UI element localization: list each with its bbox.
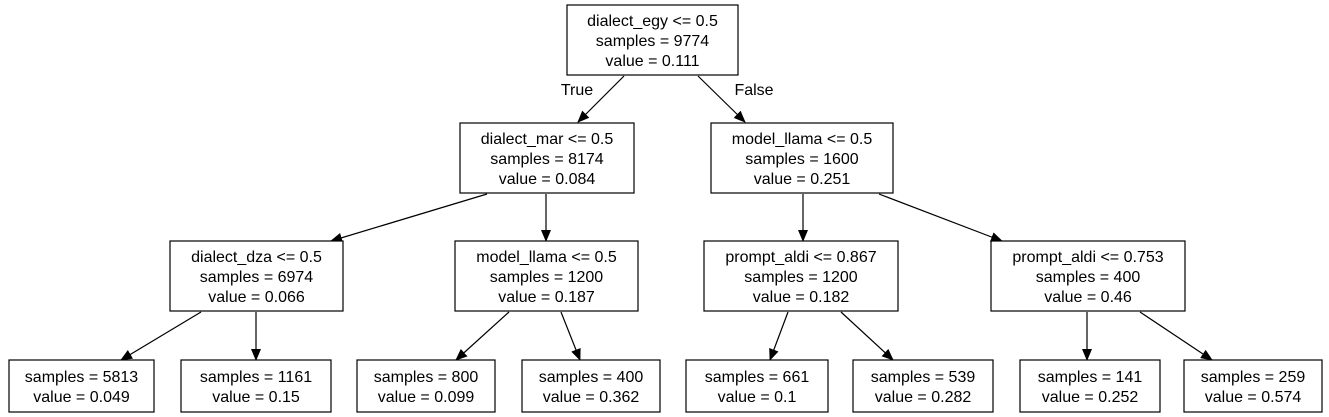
node-samples: samples = 6974 <box>200 269 314 286</box>
tree-node-n4: model_llama <= 0.5 samples = 1200 value = … <box>454 240 639 312</box>
node-box <box>1183 359 1323 413</box>
node-samples: samples = 661 <box>705 369 810 386</box>
edge-n5-n11 <box>769 311 789 361</box>
node-value: value = 0.111 <box>605 53 699 70</box>
edge-label-false: False <box>734 82 773 99</box>
node-box <box>990 240 1186 312</box>
node-box <box>454 240 639 312</box>
node-samples: samples = 1161 <box>200 369 312 386</box>
node-split-condition: dialect_dza <= 0.5 <box>191 249 322 266</box>
node-box <box>169 240 344 312</box>
node-split-condition: dialect_egy <= 0.5 <box>587 13 718 30</box>
node-samples: samples = 1200 <box>744 269 858 286</box>
node-samples: samples = 539 <box>871 369 976 386</box>
node-box <box>8 359 155 413</box>
tree-node-n0: dialect_egy <= 0.5 samples = 9774 value = … <box>566 4 739 76</box>
node-samples: samples = 1200 <box>490 269 604 286</box>
node-box <box>685 359 829 413</box>
node-box <box>356 359 496 413</box>
tree-node-n3: dialect_dza <= 0.5 samples = 6974 value = … <box>169 240 344 312</box>
tree-node-n5: prompt_aldi <= 0.867 samples = 1200 value … <box>703 240 899 312</box>
node-samples: samples = 400 <box>539 369 644 386</box>
edge-n4-n9 <box>455 311 510 361</box>
node-value: value = 0.46 <box>1044 289 1132 306</box>
node-split-condition: prompt_aldi <= 0.867 <box>725 249 876 266</box>
tree-node-n7: samples = 5813 value = 0.049 <box>8 359 155 413</box>
node-value: value = 0.187 <box>498 289 595 306</box>
edge-n3-n7 <box>120 311 202 361</box>
tree-node-n11: samples = 661 value = 0.1 <box>685 359 829 413</box>
edge-n5-n12 <box>840 311 894 361</box>
edge-label-true: True <box>561 82 593 99</box>
edges-layer: True False <box>120 75 1213 361</box>
node-value: value = 0.066 <box>208 289 305 306</box>
tree-node-n2: model_llama <= 0.5 samples = 1600 value = … <box>710 122 894 194</box>
node-value: value = 0.099 <box>378 389 475 406</box>
tree-node-n6: prompt_aldi <= 0.753 samples = 400 value =… <box>990 240 1186 312</box>
node-value: value = 0.049 <box>33 389 130 406</box>
node-samples: samples = 9774 <box>596 33 710 50</box>
tree-node-n12: samples = 539 value = 0.282 <box>852 359 994 413</box>
node-box <box>459 122 635 194</box>
node-samples: samples = 800 <box>374 369 479 386</box>
edge-n6-n14 <box>1139 311 1213 361</box>
tree-node-n8: samples = 1161 value = 0.15 <box>180 359 332 413</box>
node-value: value = 0.362 <box>543 389 640 406</box>
node-box <box>852 359 994 413</box>
tree-node-n10: samples = 400 value = 0.362 <box>521 359 661 413</box>
node-value: value = 0.282 <box>875 389 972 406</box>
tree-node-n14: samples = 259 value = 0.574 <box>1183 359 1323 413</box>
node-samples: samples = 5813 <box>25 369 139 386</box>
edge-n4-n10 <box>560 311 581 361</box>
node-value: value = 0.574 <box>1205 389 1302 406</box>
node-split-condition: prompt_aldi <= 0.753 <box>1012 249 1163 266</box>
node-value: value = 0.252 <box>1042 389 1139 406</box>
node-split-condition: model_llama <= 0.5 <box>476 249 617 266</box>
node-box <box>1019 359 1161 413</box>
node-samples: samples = 1600 <box>745 151 859 168</box>
node-value: value = 0.251 <box>754 171 851 188</box>
node-samples: samples = 259 <box>1201 369 1306 386</box>
nodes-layer: dialect_egy <= 0.5 samples = 9774 value = … <box>8 4 1323 413</box>
edge-n2-n6 <box>878 193 1003 242</box>
node-value: value = 0.1 <box>718 389 797 406</box>
node-value: value = 0.15 <box>212 389 300 406</box>
node-box <box>180 359 332 413</box>
node-split-condition: dialect_mar <= 0.5 <box>481 131 614 148</box>
edge-n1-n3 <box>330 193 488 243</box>
tree-node-n1: dialect_mar <= 0.5 samples = 8174 value = … <box>459 122 635 194</box>
node-value: value = 0.084 <box>499 171 596 188</box>
node-box <box>703 240 899 312</box>
node-samples: samples = 400 <box>1036 269 1141 286</box>
tree-node-n9: samples = 800 value = 0.099 <box>356 359 496 413</box>
node-samples: samples = 141 <box>1038 369 1143 386</box>
node-box <box>710 122 894 194</box>
node-samples: samples = 8174 <box>490 151 604 168</box>
node-value: value = 0.182 <box>753 289 850 306</box>
node-box <box>566 4 739 76</box>
tree-node-n13: samples = 141 value = 0.252 <box>1019 359 1161 413</box>
node-box <box>521 359 661 413</box>
node-split-condition: model_llama <= 0.5 <box>732 131 873 148</box>
edge-n0-n2 <box>697 75 746 123</box>
edge-n0-n1 <box>577 75 625 123</box>
